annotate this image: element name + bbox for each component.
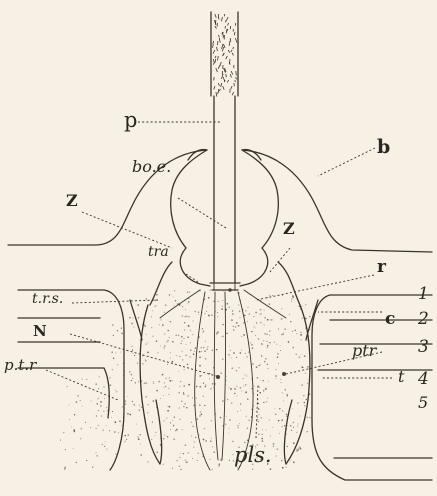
lower-body: [18, 288, 432, 480]
stippled-tissue: [60, 290, 311, 471]
layer-number-1: 1: [418, 284, 429, 304]
layer-number-4: 4: [417, 369, 429, 389]
label-c: c: [385, 309, 395, 329]
right-hook: [242, 149, 432, 252]
label-bo-e: bo.e.: [132, 157, 171, 176]
left-hook: [8, 149, 207, 248]
layer-number-2: 2: [417, 309, 429, 329]
label-tra: tra: [148, 244, 169, 260]
label-ptr-left: p.t.r: [4, 356, 37, 374]
bristle-tuft: [211, 12, 238, 97]
label-b: b: [377, 136, 390, 158]
label-z-left: Z: [66, 191, 78, 210]
label-r: r: [377, 257, 387, 277]
label-N: N: [33, 322, 47, 340]
layer-number-3: 3: [418, 337, 429, 357]
layer-number-5: 5: [418, 393, 428, 412]
label-pls: pls.: [234, 443, 272, 467]
leader-lines: [46, 122, 392, 438]
label-ptr-right: ptr: [352, 341, 378, 360]
label-t: t: [398, 367, 405, 386]
label-p: p: [124, 108, 137, 132]
label-trs: t.r.s.: [32, 291, 63, 307]
figure-labels: p b bo.e. Z Z tra r t.r.s. c N ptr p.t.r…: [4, 108, 429, 467]
label-z-right: Z: [283, 219, 295, 238]
central-shaft: [210, 96, 240, 290]
